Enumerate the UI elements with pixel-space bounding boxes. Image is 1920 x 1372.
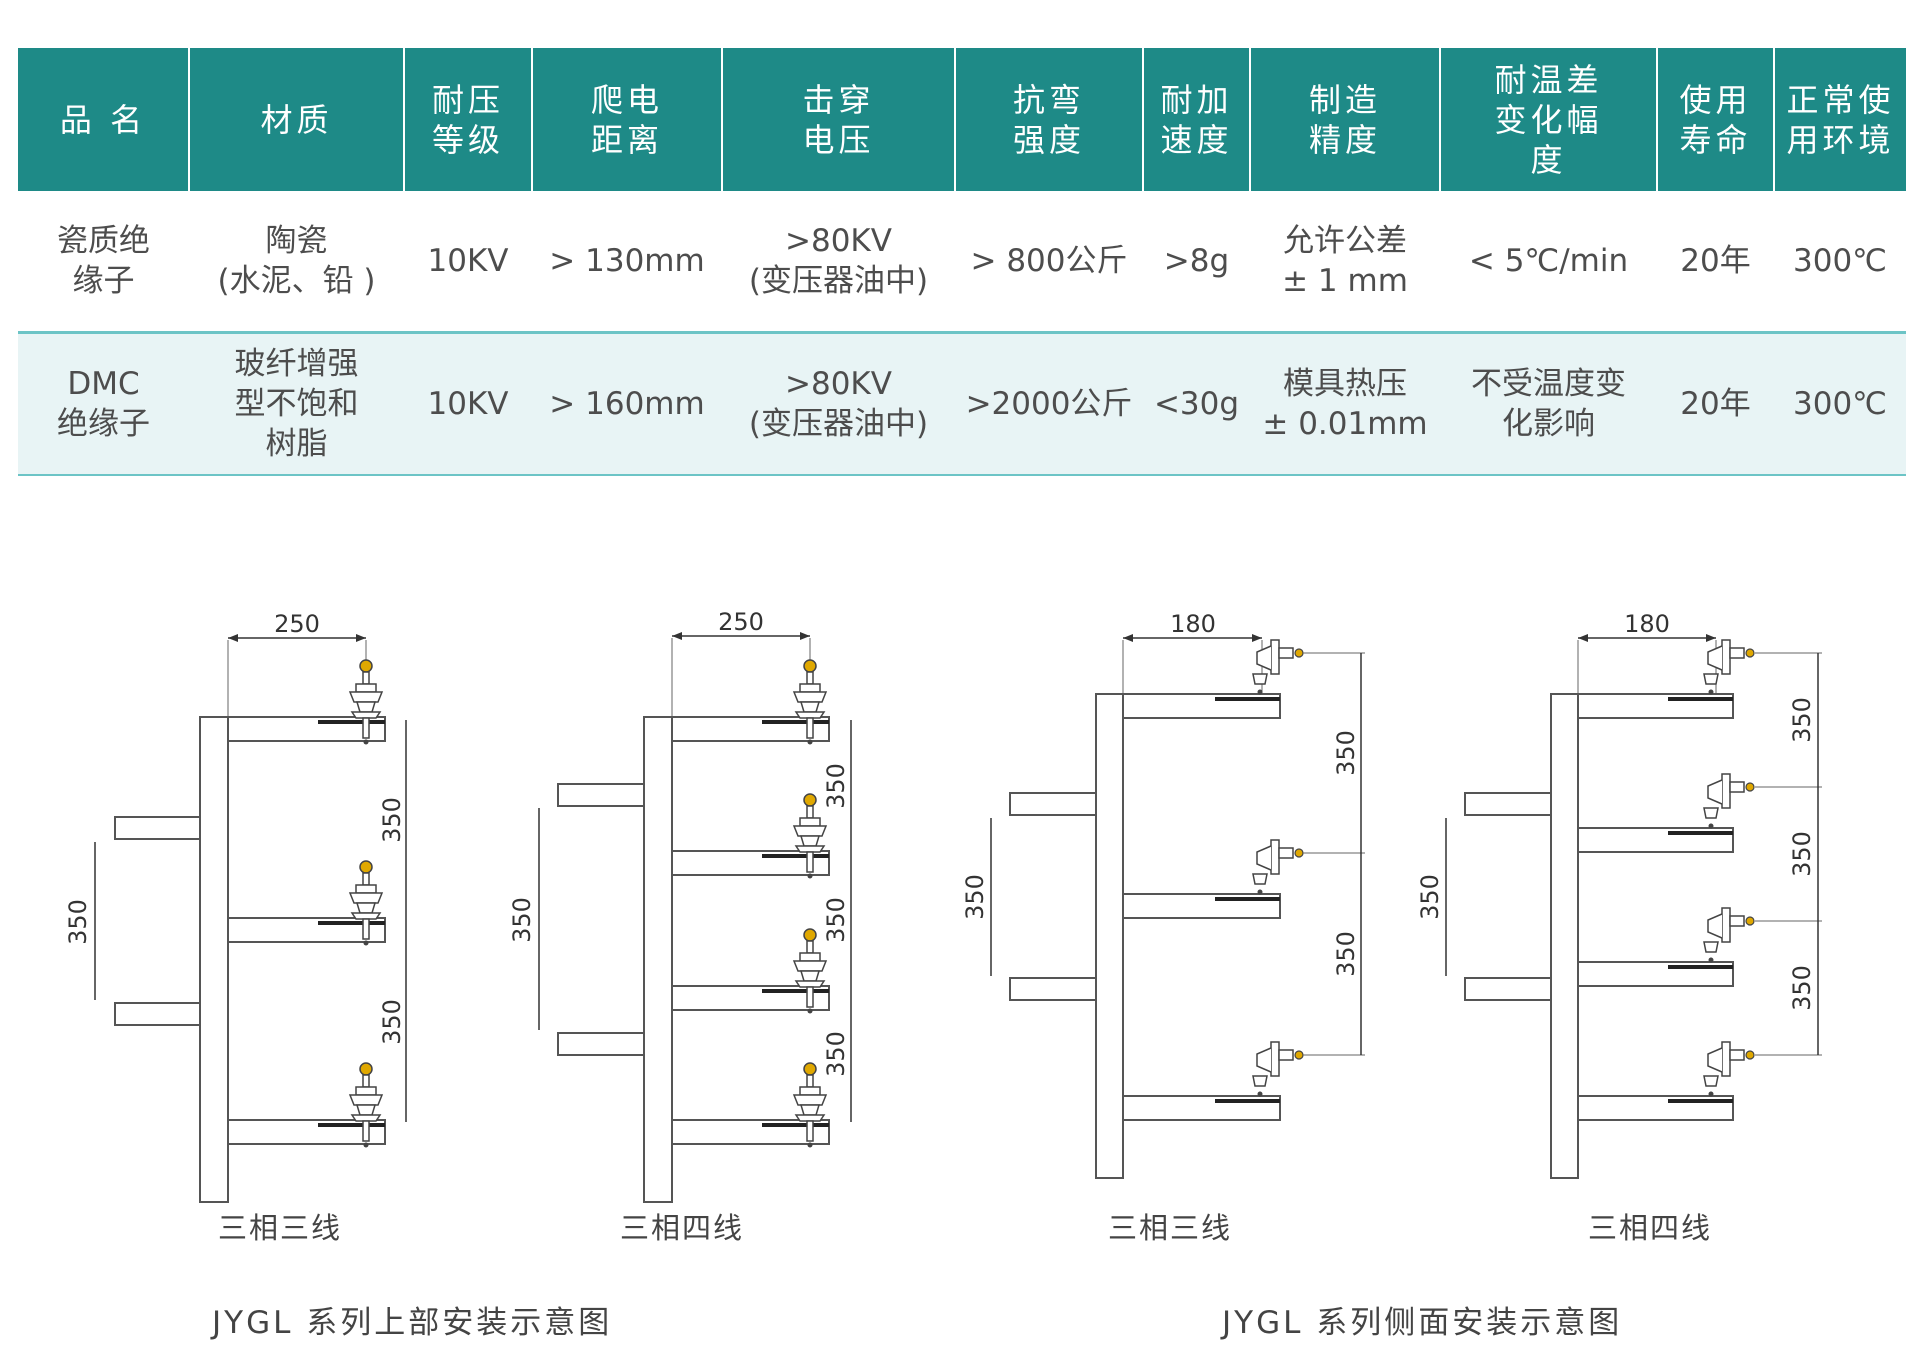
header-bending-strength: 抗弯 强度 bbox=[955, 48, 1144, 191]
cell-environment: 300℃ bbox=[1774, 191, 1906, 334]
series-title-side: JYGL 系列侧面安装示意图 bbox=[1222, 1305, 1623, 1341]
header-service-life: 使用 寿命 bbox=[1657, 48, 1775, 191]
cell-service-life: 20年 bbox=[1657, 191, 1774, 334]
cell-product-name: 瓷质绝 缘子 bbox=[18, 191, 189, 334]
header-voltage-class: 耐压 等级 bbox=[404, 48, 533, 191]
cell-bending-strength: > 800公斤 bbox=[955, 191, 1143, 334]
dim-spacing: 350 bbox=[1788, 831, 1816, 877]
cell-voltage-class: 10KV bbox=[404, 191, 532, 334]
dim-spacing: 350 bbox=[378, 797, 406, 843]
cell-breakdown-voltage: >80KV (变压器油中) bbox=[722, 332, 955, 476]
dim-spacing: 350 bbox=[1788, 965, 1816, 1011]
caption-top-four-wire: 三相四线 bbox=[620, 1211, 745, 1245]
dim-frame: 350 bbox=[64, 899, 92, 945]
diagram-side-four-wire: 180 350 350 350 350 bbox=[1416, 610, 1822, 1179]
cell-acceleration: <30g bbox=[1143, 332, 1250, 476]
caption-side-four-wire: 三相四线 bbox=[1588, 1211, 1713, 1245]
dim-spacing: 350 bbox=[822, 763, 850, 809]
cell-bending-strength: >2000公斤 bbox=[955, 332, 1143, 476]
dim-width: 250 bbox=[718, 608, 764, 636]
cell-creepage-distance: > 130mm bbox=[532, 191, 722, 334]
cell-service-life: 20年 bbox=[1657, 332, 1774, 476]
cell-precision: 允许公差 ± 1 mm bbox=[1250, 191, 1440, 334]
dim-spacing: 350 bbox=[1332, 931, 1360, 977]
diagram-top-four-wire: 250 350 350 350 350 bbox=[508, 608, 852, 1203]
cell-product-name: DMC 绝缘子 bbox=[18, 332, 189, 476]
diagram-side-three-wire: 180 350 350 350 bbox=[961, 610, 1365, 1179]
cell-material: 玻纤增强 型不饱和 树脂 bbox=[189, 332, 404, 476]
header-material: 材质 bbox=[189, 48, 405, 191]
cell-temp-change: 不受温度变 化影响 bbox=[1440, 332, 1657, 476]
dim-spacing: 350 bbox=[822, 1031, 850, 1077]
cell-breakdown-voltage: >80KV (变压器油中) bbox=[722, 191, 955, 334]
cell-temp-change: < 5℃/min bbox=[1440, 191, 1657, 334]
header-creepage-distance: 爬电 距离 bbox=[532, 48, 723, 191]
header-temp-change: 耐温差 变化幅 度 bbox=[1440, 48, 1658, 191]
cell-material: 陶瓷 (水泥、铅 ) bbox=[189, 191, 404, 334]
table-header-row: 品 名 材质 耐压 等级 爬电 距离 击穿 电压 抗弯 强度 耐加 速度 制造 … bbox=[18, 48, 1906, 191]
cell-precision: 模具热压 ± 0.01mm bbox=[1250, 332, 1440, 476]
dim-spacing: 350 bbox=[822, 897, 850, 943]
caption-top-three-wire: 三相三线 bbox=[218, 1211, 343, 1245]
cell-creepage-distance: > 160mm bbox=[532, 332, 722, 476]
installation-diagrams: 250 350 350 350 250 350 bbox=[64, 608, 1822, 1203]
dim-frame: 350 bbox=[1416, 874, 1444, 920]
header-precision: 制造 精度 bbox=[1250, 48, 1441, 191]
caption-side-three-wire: 三相三线 bbox=[1108, 1211, 1233, 1245]
header-product-name: 品 名 bbox=[18, 48, 190, 191]
dim-width: 250 bbox=[274, 610, 320, 638]
header-acceleration: 耐加 速度 bbox=[1143, 48, 1251, 191]
dim-frame: 350 bbox=[508, 897, 536, 943]
header-environment: 正常使 用环境 bbox=[1774, 48, 1906, 191]
header-breakdown-voltage: 击穿 电压 bbox=[722, 48, 956, 191]
cell-environment: 300℃ bbox=[1774, 332, 1906, 476]
dim-frame: 350 bbox=[961, 874, 989, 920]
dim-spacing: 350 bbox=[1788, 697, 1816, 743]
diagram-top-three-wire: 250 350 350 350 bbox=[64, 610, 407, 1203]
table-row: DMC 绝缘子 玻纤增强 型不饱和 树脂 10KV > 160mm >80KV … bbox=[18, 332, 1906, 476]
series-title-top: JYGL 系列上部安装示意图 bbox=[212, 1305, 613, 1341]
dim-spacing: 350 bbox=[378, 999, 406, 1045]
dim-spacing: 350 bbox=[1332, 730, 1360, 776]
dim-width: 180 bbox=[1170, 610, 1216, 638]
table-row: 瓷质绝 缘子 陶瓷 (水泥、铅 ) 10KV > 130mm >80KV (变压… bbox=[18, 191, 1906, 334]
dim-width: 180 bbox=[1624, 610, 1670, 638]
cell-acceleration: >8g bbox=[1143, 191, 1250, 334]
cell-voltage-class: 10KV bbox=[404, 332, 532, 476]
spec-table: 品 名 材质 耐压 等级 爬电 距离 击穿 电压 抗弯 强度 耐加 速度 制造 … bbox=[18, 48, 1906, 476]
